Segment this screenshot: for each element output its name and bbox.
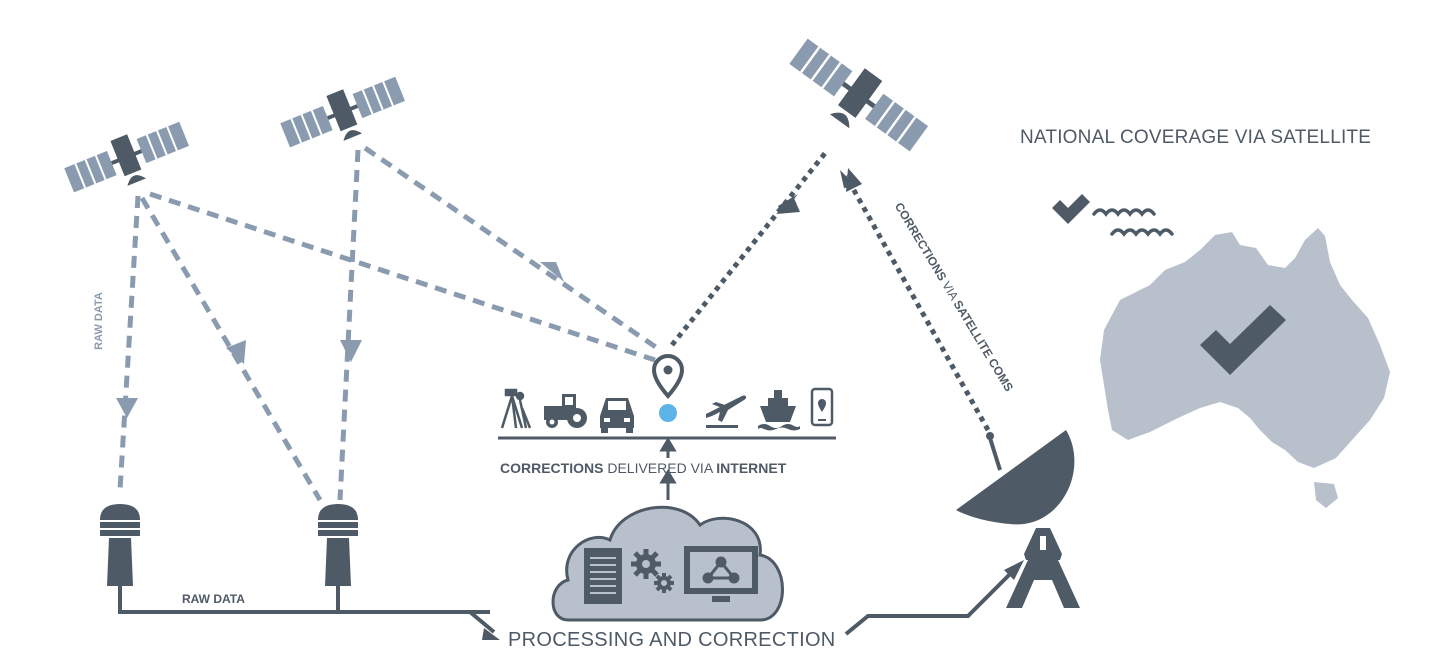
raw-data-horizontal-label: RAW DATA bbox=[182, 592, 245, 606]
internet-label-delivered: DELIVERED VIA bbox=[603, 460, 717, 476]
raw-data-link bbox=[118, 586, 490, 614]
internet-label-corrections: CORRECTIONS bbox=[500, 460, 604, 476]
satellite-icon bbox=[59, 112, 197, 208]
national-coverage-label: NATIONAL COVERAGE VIA SATELLITE bbox=[1020, 127, 1372, 148]
car-icon bbox=[600, 398, 634, 433]
location-pin-icon bbox=[651, 354, 685, 422]
processing-to-dish-link bbox=[844, 566, 1018, 636]
tractor-icon bbox=[544, 394, 587, 428]
reference-station-icon bbox=[318, 504, 358, 586]
waves-icon bbox=[1092, 208, 1174, 237]
monitor-network-icon bbox=[684, 546, 758, 602]
user-position-dot bbox=[659, 404, 677, 422]
satellite-dish-icon bbox=[956, 430, 1080, 608]
smartphone-icon bbox=[810, 387, 834, 427]
internet-label-internet: INTERNET bbox=[716, 460, 787, 476]
australia-map-icon bbox=[1100, 228, 1390, 508]
server-icon bbox=[584, 548, 622, 604]
raw-data-vertical-label: RAW DATA bbox=[92, 292, 105, 350]
corrections-via-internet-label: CORRECTIONS DELIVERED VIA INTERNET bbox=[500, 460, 786, 476]
ship-icon bbox=[758, 390, 800, 431]
satellite-icon bbox=[779, 31, 933, 165]
reference-station-icon bbox=[100, 504, 140, 586]
satellite-icon bbox=[275, 67, 413, 163]
airplane-icon bbox=[706, 395, 747, 428]
checkmark-icon bbox=[1200, 305, 1286, 375]
surveyor-icon bbox=[500, 388, 532, 429]
processing-label: PROCESSING AND CORRECTION bbox=[508, 629, 836, 651]
gears-icon bbox=[631, 549, 674, 593]
checkmark-icon bbox=[1052, 194, 1090, 224]
